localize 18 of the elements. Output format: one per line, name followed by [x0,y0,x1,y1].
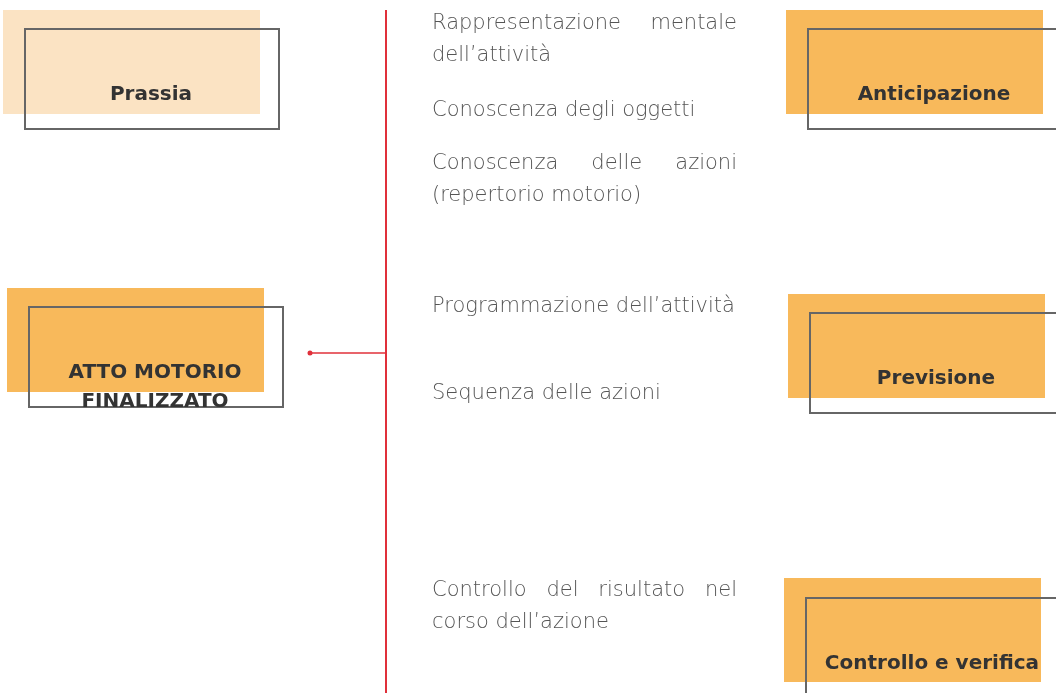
note-text: Programmazione dell’attività [432,292,736,319]
divider-line [385,10,387,693]
card-title: Previsione [875,364,997,391]
label-card [7,288,284,408]
label-card [784,578,1056,693]
note-text: Controllo del risultato nel corso dell’azione [432,576,737,635]
label-card [786,10,1056,130]
note-text: Conoscenza degli oggetti [432,96,697,123]
connector-line [307,350,386,356]
note-text: Conoscenza delle azioni (repertorio motorio) [432,149,737,208]
note-text: Rappresentazione mentale dell’attività [432,9,737,68]
label-card [788,294,1056,414]
note-text: Sequenza delle azioni [432,379,662,406]
card-title: ATTO MOTORIO FINALIZZATO [67,358,243,414]
card-title: Controllo e verifica [824,649,1040,676]
card-title: Anticipazione [856,80,1012,107]
label-card [3,10,280,130]
card-title: Prassia [108,80,194,107]
